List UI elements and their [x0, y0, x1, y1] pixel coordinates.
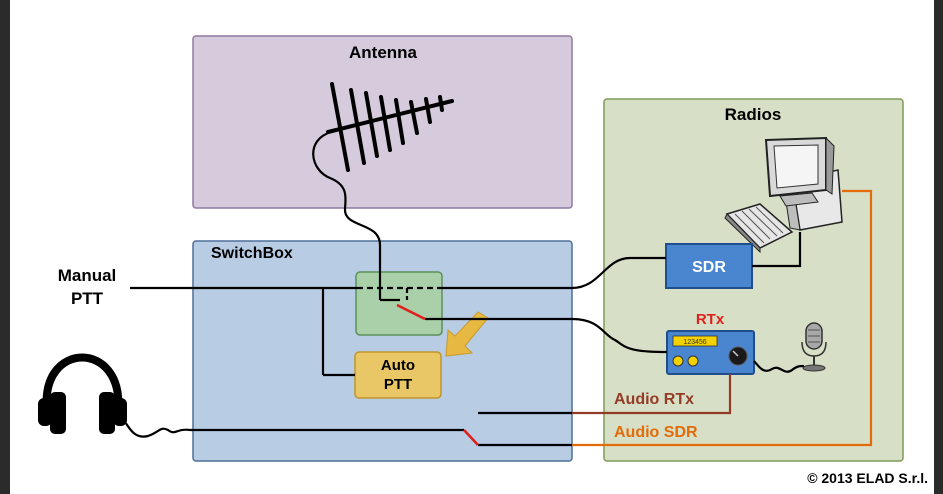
antenna-box	[192, 35, 573, 209]
antenna-panel: Antenna	[192, 35, 573, 209]
sdr-rf-cable	[442, 256, 666, 290]
switchbox-box	[192, 240, 573, 462]
mic-cord	[753, 360, 805, 373]
signal-wires	[119, 130, 805, 447]
yagi-antenna-icon	[326, 82, 454, 172]
radios-label: Radios	[725, 105, 782, 124]
audio-switch-arm	[463, 429, 479, 446]
audio-sdr-line	[572, 189, 873, 447]
manual-ptt-label-line2: PTT	[71, 289, 104, 308]
switchbox-panel: SwitchBox Auto PTT	[192, 240, 573, 462]
relay-box	[355, 271, 443, 336]
headphone-cable	[119, 414, 464, 438]
switchbox-label: SwitchBox	[211, 245, 293, 262]
rtx-display: 123456	[683, 339, 706, 346]
computer-icon	[724, 136, 843, 254]
rtx-label: RTx	[696, 311, 725, 328]
copyright-text: © 2013 ELAD S.r.l.	[807, 470, 928, 486]
auto-ptt-label-line2: PTT	[384, 376, 412, 393]
sdr-box	[665, 243, 753, 289]
rtx-radio-icon: 123456	[666, 330, 755, 375]
audio-sdr-label: Audio SDR	[614, 424, 698, 441]
antenna-label: Antenna	[349, 43, 418, 62]
headphones-icon	[38, 353, 127, 434]
rtx-rf-cable	[425, 317, 668, 354]
sdr-label: SDR	[692, 259, 726, 276]
audio-rtx-line	[572, 374, 732, 415]
antenna-cable	[312, 130, 382, 300]
sdr-usb-cable	[752, 232, 802, 268]
auto-ptt-label-line1: Auto	[381, 357, 415, 374]
manual-ptt-label-line1: Manual	[58, 266, 117, 285]
relay-switch-arm	[396, 303, 426, 321]
audio-rtx-label: Audio RTx	[614, 391, 694, 408]
radios-panel: Radios SDR RTx	[603, 98, 904, 462]
microphone-icon	[801, 322, 827, 372]
arrow-icon	[445, 311, 489, 357]
